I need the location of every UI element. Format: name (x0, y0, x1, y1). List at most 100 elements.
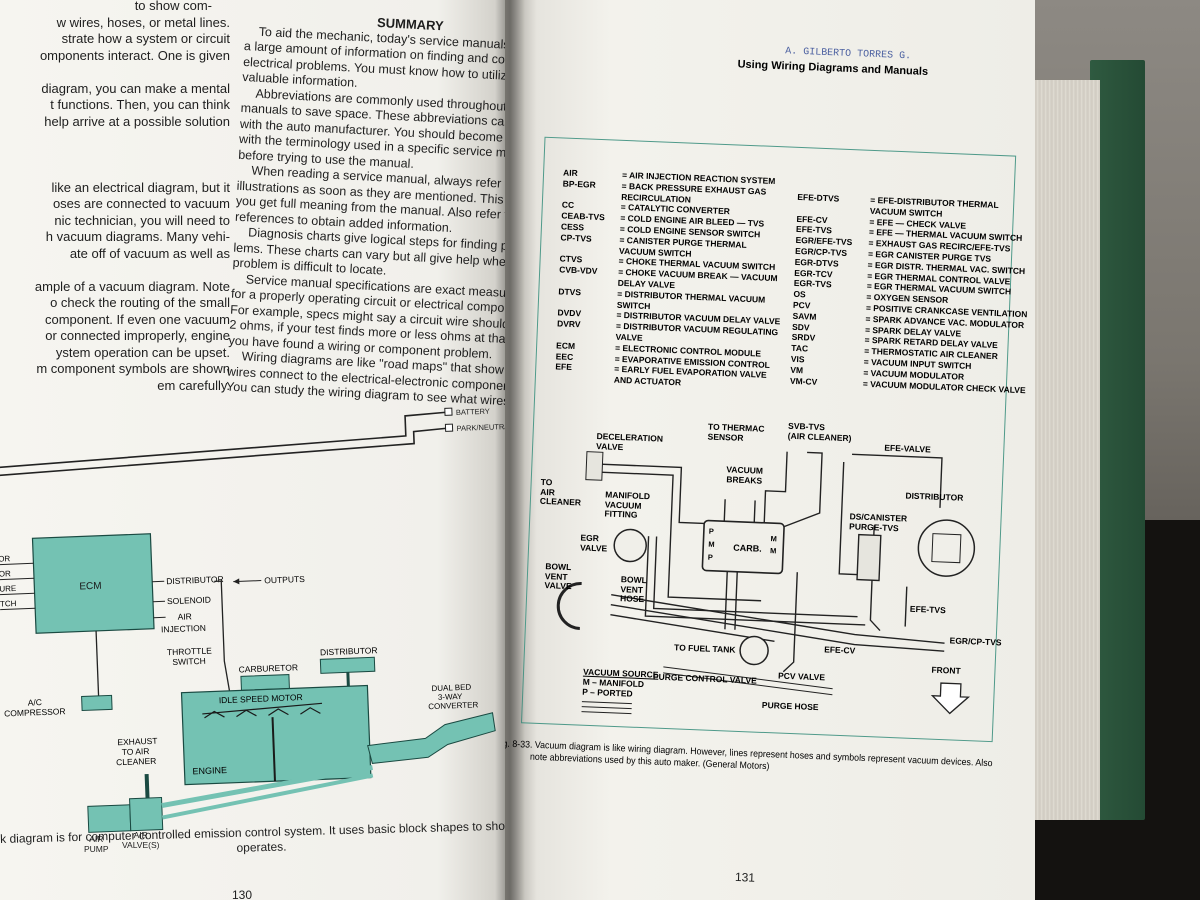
text-line (0, 262, 230, 279)
distributor-label: DISTRIBUTOR (320, 645, 378, 657)
three-way-label: 3-WAY (438, 692, 463, 702)
vacuum-hose (610, 604, 945, 652)
text-line: oses are connected to vacuum (52, 196, 230, 211)
page-number-right: 131 (734, 869, 756, 885)
ecm-inputs: OR OR URE TCH (0, 554, 36, 611)
port-label: M (770, 534, 777, 543)
port-label: P (709, 527, 714, 536)
air-valves-caption: AIR VALVE(S) (122, 830, 159, 850)
text-line (0, 147, 230, 164)
emission-control-block-diagram: BATTERY PARK/NEUTRAL ECM OR OR URE TCH D… (0, 407, 514, 833)
air-label: AIR (133, 830, 148, 840)
vacuum-hose (610, 614, 775, 643)
abbreviation-list-right: EFE-DTVS= EFE-DISTRIBUTOR THERMAL VACUUM… (790, 192, 1033, 396)
canister-purge-tvs (856, 533, 882, 582)
efe-cv-label: EFE-CV (823, 644, 856, 656)
text-line: m component symbols are shown (36, 361, 230, 376)
vacuum-hose (904, 586, 908, 627)
ecm-input-label: TCH (0, 599, 17, 609)
injection-label: INJECTION (161, 623, 206, 635)
vacuum-hose (783, 451, 823, 528)
to-fuel-tank-label: TO FUEL TANK (673, 642, 736, 655)
solenoid-label: SOLENOID (167, 595, 211, 607)
ac-label: A/C (28, 697, 43, 708)
text-line: help arrive at a possible solution (44, 113, 230, 129)
svb-tvs-label: SVB-TVS(AIR CLEANER) (787, 420, 852, 443)
engine-block (180, 684, 372, 786)
vacuum-hose (782, 572, 798, 673)
abbreviation-key (555, 372, 611, 385)
summary-column: SUMMARY To aid the mechanic, today's ser… (226, 8, 515, 409)
efe-valve-label: EFE-VALVE (884, 442, 931, 455)
vacuum-hose (763, 451, 788, 523)
text-line (0, 130, 230, 147)
front-label: FRONT (931, 664, 961, 676)
text-line: to show com- (134, 0, 212, 13)
battery-terminal (444, 407, 453, 416)
converter-label: CONVERTER (428, 700, 479, 711)
distributor (917, 519, 976, 577)
left-page: to show com- w wires, hoses, or metal li… (0, 0, 515, 900)
purge-hose-label: PURGE HOSE (761, 699, 819, 713)
vacuum-hose (591, 463, 705, 525)
text-line: ate off of vacuum as well as (69, 245, 230, 261)
vacuum-hose (852, 453, 943, 508)
switch-label: SWITCH (172, 656, 206, 667)
air-valve-block (129, 797, 164, 832)
battery-wire (0, 411, 446, 469)
egr-cp-tvs-label: EGR/CP-TVS (949, 635, 1002, 648)
right-page: A. GILBERTO TORRES G. Using Wiring Diagr… (505, 0, 1035, 900)
text-line (0, 64, 230, 81)
port-label: M (770, 546, 777, 555)
egr-valve (613, 528, 647, 563)
ac-compressor-block (81, 694, 113, 712)
air-label: AIR (177, 611, 192, 622)
text-line: ample of a vacuum diagram. Note (34, 278, 230, 294)
exhaust-label: EXHAUST (117, 736, 158, 748)
text-line: t functions. Then, you can think (50, 97, 230, 112)
text-line: o check the routing of the small (50, 295, 230, 310)
carburetor-label: CARBURETOR (238, 662, 298, 674)
text-line: nic technician, you will need to (54, 212, 230, 228)
to-air-label: TO AIR (122, 746, 150, 757)
cleaner-label: CLEANER (116, 756, 157, 768)
text-line: strate how a system or circuit (61, 31, 230, 46)
outputs-label: OUTPUTS (264, 574, 305, 586)
text-line: diagram, you can make a mental (41, 80, 230, 96)
idle-speed-motor-label: IDLE SPEED MOTOR (219, 692, 303, 705)
air-label: AIR (89, 834, 104, 844)
text-line: component. If even one vacuum (44, 311, 230, 327)
text-line: em carefully. (157, 377, 230, 393)
purge-control-valve-label: PURGE CONTROL VALVE (652, 671, 757, 686)
text-line: or connected improperly, engine (45, 328, 230, 343)
distributor-label: DISTRIBUTOR (905, 490, 964, 503)
park-neutral-terminal (444, 423, 454, 432)
throttle-label: THROTTLE (167, 645, 213, 657)
vacuum-hose (723, 499, 756, 523)
carburetor-block (240, 674, 290, 691)
carb-label: CARB. (733, 543, 762, 554)
port-label: P (708, 553, 713, 562)
battery-label: BATTERY (456, 407, 490, 417)
ecm-input-label: URE (0, 584, 16, 594)
park-neutral-wire (0, 427, 446, 477)
distributor-block (319, 656, 376, 674)
text-line: ystem operation can be upset. (55, 344, 230, 360)
engine-label: ENGINE (192, 765, 227, 776)
carburetor (701, 519, 785, 575)
front-arrow (930, 682, 971, 715)
distributor-output-label: DISTRIBUTOR (166, 574, 224, 586)
right-figure-caption: Fig. 8-33. Vacuum diagram is like wiring… (505, 738, 1015, 783)
text-line: omponents interact. One is given (39, 47, 230, 63)
dual-bed-label: DUAL BED (431, 683, 471, 694)
text-line: w wires, hoses, or metal lines. (56, 14, 230, 30)
vacuum-hose (724, 569, 739, 630)
